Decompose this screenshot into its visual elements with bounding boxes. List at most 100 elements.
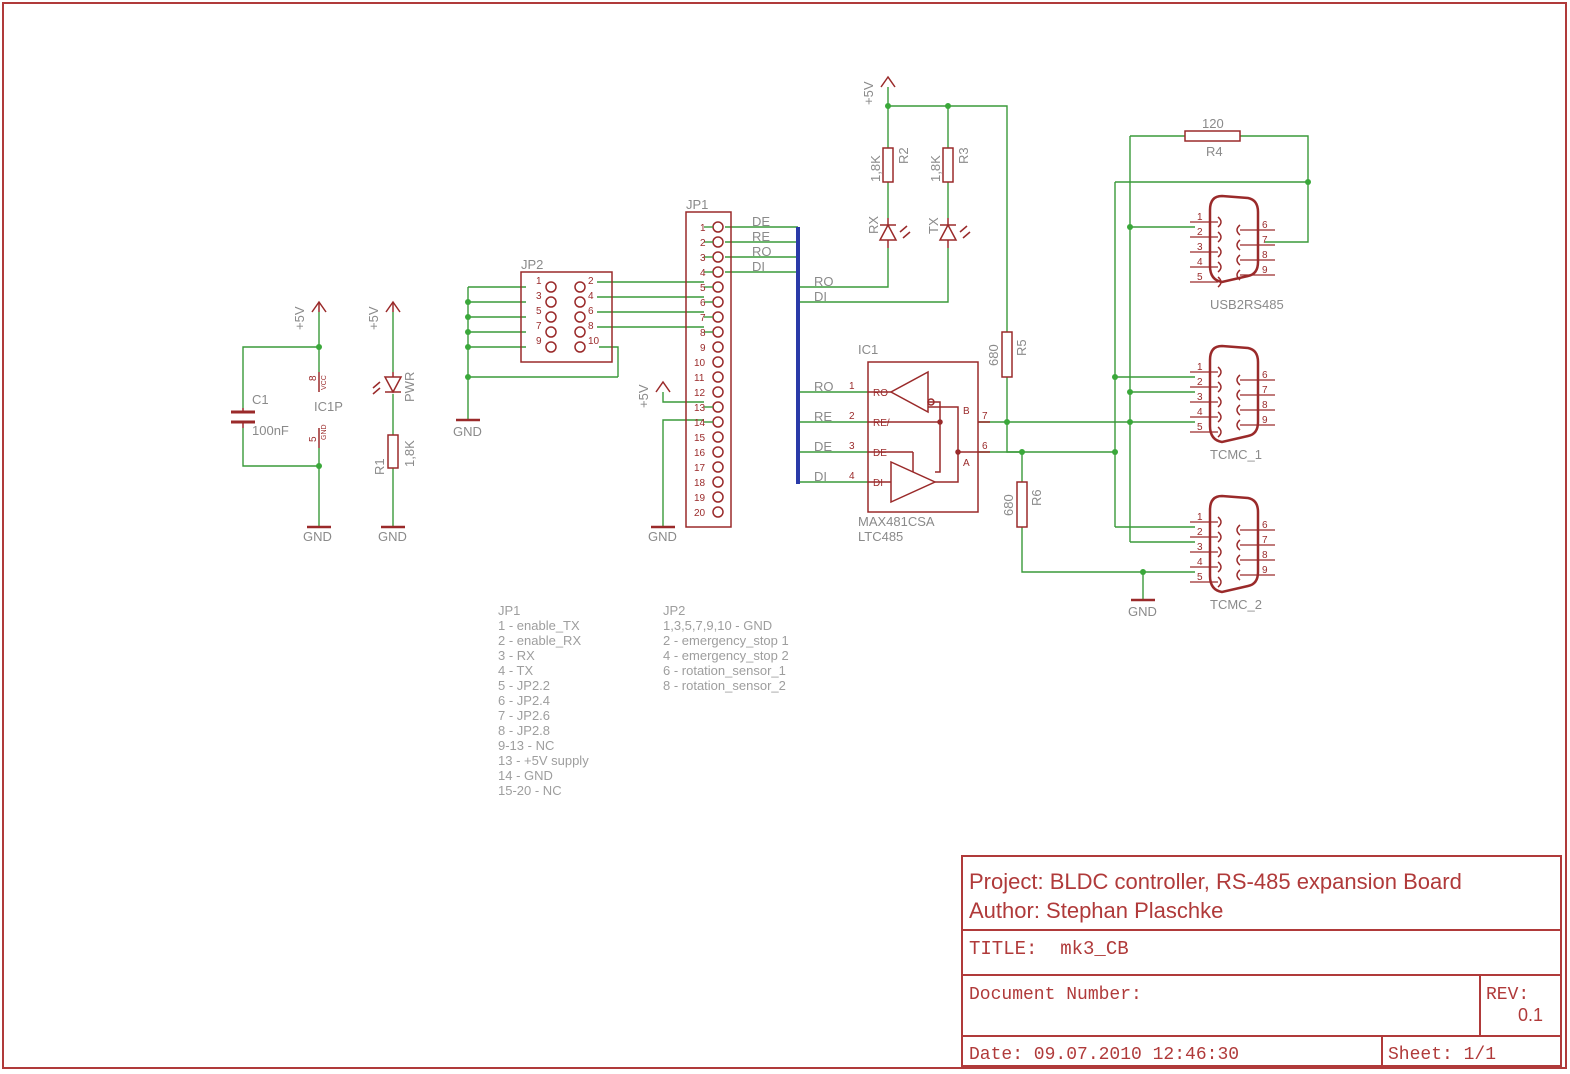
capacitor-c1 [231, 408, 255, 428]
jp2-pin-number: 2 [588, 276, 594, 287]
jp2-pin [545, 326, 557, 338]
jp1-note-line: 8 - JP2.8 [498, 723, 550, 738]
jp1-note-line: 13 - +5V supply [498, 753, 589, 768]
resistor-r4 [1184, 130, 1241, 142]
dsub-contact [1217, 216, 1222, 228]
dsub-contact [1217, 366, 1222, 378]
jp1-pin [712, 311, 724, 323]
dsub-contact [1217, 246, 1222, 258]
jp1-pin-number: 11 [694, 373, 705, 384]
jp2-label: JP2 [521, 257, 543, 272]
connector-jp2 [520, 271, 613, 363]
jp1-pin-number: 7 [700, 313, 706, 324]
jp2-note-line: 1,3,5,7,9,10 - GND [663, 618, 772, 633]
rev-value: 0.1 [1518, 1005, 1543, 1025]
supply-5v-symbol [385, 300, 401, 313]
jp2-pin-number: 5 [536, 306, 542, 317]
jp1-pin [712, 341, 724, 353]
tcmc-2-label: TCMC_2 [1210, 597, 1262, 612]
jp1-pin [712, 371, 724, 383]
jp1-pin [712, 221, 724, 233]
resistor-r2 [882, 147, 894, 183]
jp2-note-line: 4 - emergency_stop 2 [663, 648, 789, 663]
dsub-pin-number: 6 [1262, 520, 1268, 531]
p5v-label-2: +5V [366, 306, 381, 330]
jp1-pin-number: 8 [700, 328, 706, 339]
jp1-pin [712, 356, 724, 368]
jp2-pin [545, 341, 557, 353]
supply-5v-symbol [655, 380, 671, 393]
jp1-note-line: 2 - enable_RX [498, 633, 581, 648]
ic1-pin-2: 2 [849, 411, 855, 422]
p5v-label-1: +5V [292, 306, 307, 330]
net-ro-2: RO [814, 274, 834, 289]
jp1-note-line: JP1 [498, 603, 520, 618]
tcmc-1-label: TCMC_1 [1210, 447, 1262, 462]
jp1-note-line: 5 - JP2.2 [498, 678, 550, 693]
gnd-label-2: GND [378, 529, 407, 544]
supply-5v-symbol [311, 300, 327, 313]
jp2-pin [574, 341, 586, 353]
jp2-note-line: JP2 [663, 603, 685, 618]
dsub-pin-number: 2 [1197, 527, 1203, 538]
dsub-contact [1217, 276, 1222, 288]
gnd-label-3: GND [453, 424, 482, 439]
jp2-pin-number: 10 [588, 336, 600, 347]
dsub-contact [1236, 419, 1241, 431]
c1-value: 100nF [252, 423, 289, 438]
ic1-pin-a: A [963, 458, 970, 469]
r4-name: R4 [1206, 144, 1223, 159]
net-re-3: RE [814, 409, 832, 424]
title-block [961, 855, 1562, 1067]
dsub-pin-number: 8 [1262, 250, 1268, 261]
dsub-contact [1236, 224, 1241, 236]
jp2-pin-number: 1 [536, 276, 542, 287]
jp1-note-line: 14 - GND [498, 768, 553, 783]
tx-label: TX [926, 217, 941, 234]
dsub-pin-number: 7 [1262, 235, 1268, 246]
dsub-pin-number: 5 [1197, 272, 1203, 283]
dsub-pin-number: 2 [1197, 227, 1203, 238]
dsub-contact [1217, 261, 1222, 273]
jp1-pin [712, 461, 724, 473]
led-tx [938, 218, 971, 248]
net-di: DI [752, 259, 765, 274]
jp1-pin-number: 19 [694, 493, 706, 504]
net-re: RE [752, 229, 770, 244]
ic1-label: IC1 [858, 342, 878, 357]
r5-name: R5 [1014, 339, 1029, 356]
dsub-contact [1236, 569, 1241, 581]
dsub-pin-number: 7 [1262, 385, 1268, 396]
dsub-usb2rs485 [1208, 194, 1260, 284]
jp2-pin [574, 281, 586, 293]
jp1-note-line: 4 - TX [498, 663, 533, 678]
jp1-pin-number: 4 [700, 268, 706, 279]
jp1-note-line: 7 - JP2.6 [498, 708, 550, 723]
wires [242, 87, 1309, 600]
net-de-3: DE [814, 439, 832, 454]
jp2-pin-number: 4 [588, 291, 594, 302]
resistor-r5 [1001, 331, 1013, 378]
jp2-note-line: 2 - emergency_stop 1 [663, 633, 789, 648]
resistor-r1 [387, 434, 399, 469]
ic1-max481: MAX481CSA [858, 514, 935, 529]
rev-label: REV: [1486, 985, 1529, 1005]
jp1-pin [712, 491, 724, 503]
dsub-contact [1236, 404, 1241, 416]
jp1-pin [712, 506, 724, 518]
dsub-contact [1217, 381, 1222, 393]
dsub-contact [1217, 426, 1222, 438]
dsub-contact [1236, 254, 1241, 266]
jp1-pin-number: 18 [694, 478, 706, 489]
ic1-pin-7: 7 [982, 411, 988, 422]
dsub-pin-number: 6 [1262, 220, 1268, 231]
ic1p-vcc: VCC [321, 375, 328, 390]
jp1-pin-number: 5 [700, 283, 706, 294]
jp1-pin [712, 431, 724, 443]
net-ro: RO [752, 244, 772, 259]
led-rx [878, 218, 911, 248]
jp2-pin-number: 9 [536, 336, 542, 347]
jp2-pin [545, 281, 557, 293]
